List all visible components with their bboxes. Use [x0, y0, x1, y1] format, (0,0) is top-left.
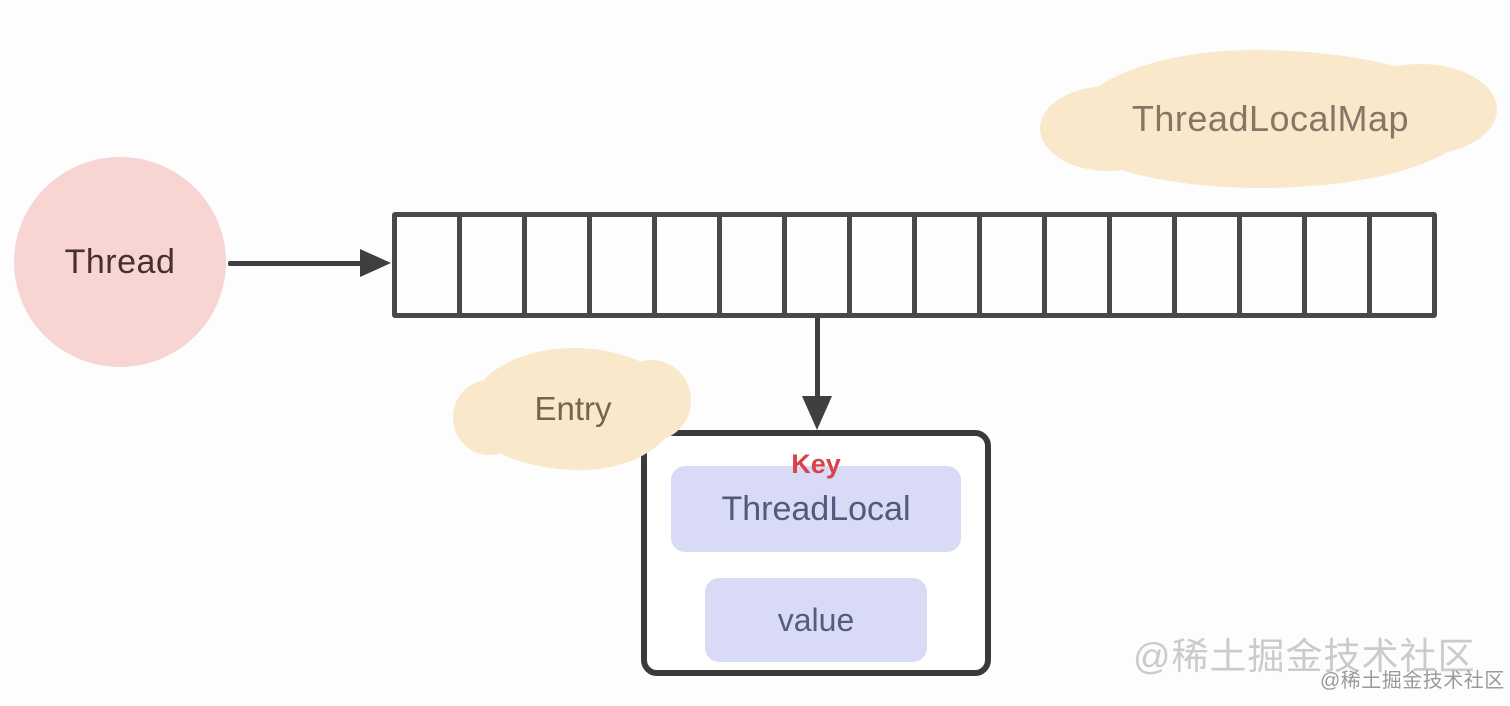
entry-cloud-text: Entry: [534, 390, 612, 427]
array-cell: [717, 217, 782, 313]
array-cell: [1042, 217, 1107, 313]
array-cell: [522, 217, 587, 313]
entry-key-field: ThreadLocal: [671, 466, 961, 552]
array-cell: [1172, 217, 1237, 313]
entry-cloud-label: Entry: [453, 348, 691, 470]
array-cell: [847, 217, 912, 313]
array-cell: [1107, 217, 1172, 313]
array-cell: [652, 217, 717, 313]
entry-value-field: value: [705, 578, 927, 662]
array-cell: [782, 217, 847, 313]
thread-node-label: Thread: [64, 242, 176, 281]
array-to-entry-arrowhead-icon: [802, 396, 832, 430]
threadlocalmap-cloud-text: ThreadLocalMap: [1131, 98, 1410, 139]
array-to-entry-arrow-line: [815, 318, 820, 398]
array-cell: [397, 217, 457, 313]
array-cell: [1302, 217, 1367, 313]
array-cell: [912, 217, 977, 313]
watermark-small: @稀土掘金技术社区: [1320, 670, 1505, 692]
threadlocalmap-cloud-label: ThreadLocalMap: [1039, 50, 1498, 188]
array-cell: [457, 217, 522, 313]
array-cell: [977, 217, 1042, 313]
thread-node: Thread: [14, 157, 226, 367]
entry-key-label: Key: [791, 449, 841, 479]
watermark-large: @稀土掘金技术社区: [1133, 636, 1476, 677]
entry-box: Key ThreadLocal value: [641, 430, 991, 676]
thread-to-array-arrow-line: [228, 261, 364, 266]
array-cell: [1237, 217, 1302, 313]
threadlocalmap-array: [392, 212, 1437, 318]
array-cell: [587, 217, 652, 313]
array-cell: [1367, 217, 1432, 313]
thread-to-array-arrowhead-icon: [360, 249, 391, 277]
